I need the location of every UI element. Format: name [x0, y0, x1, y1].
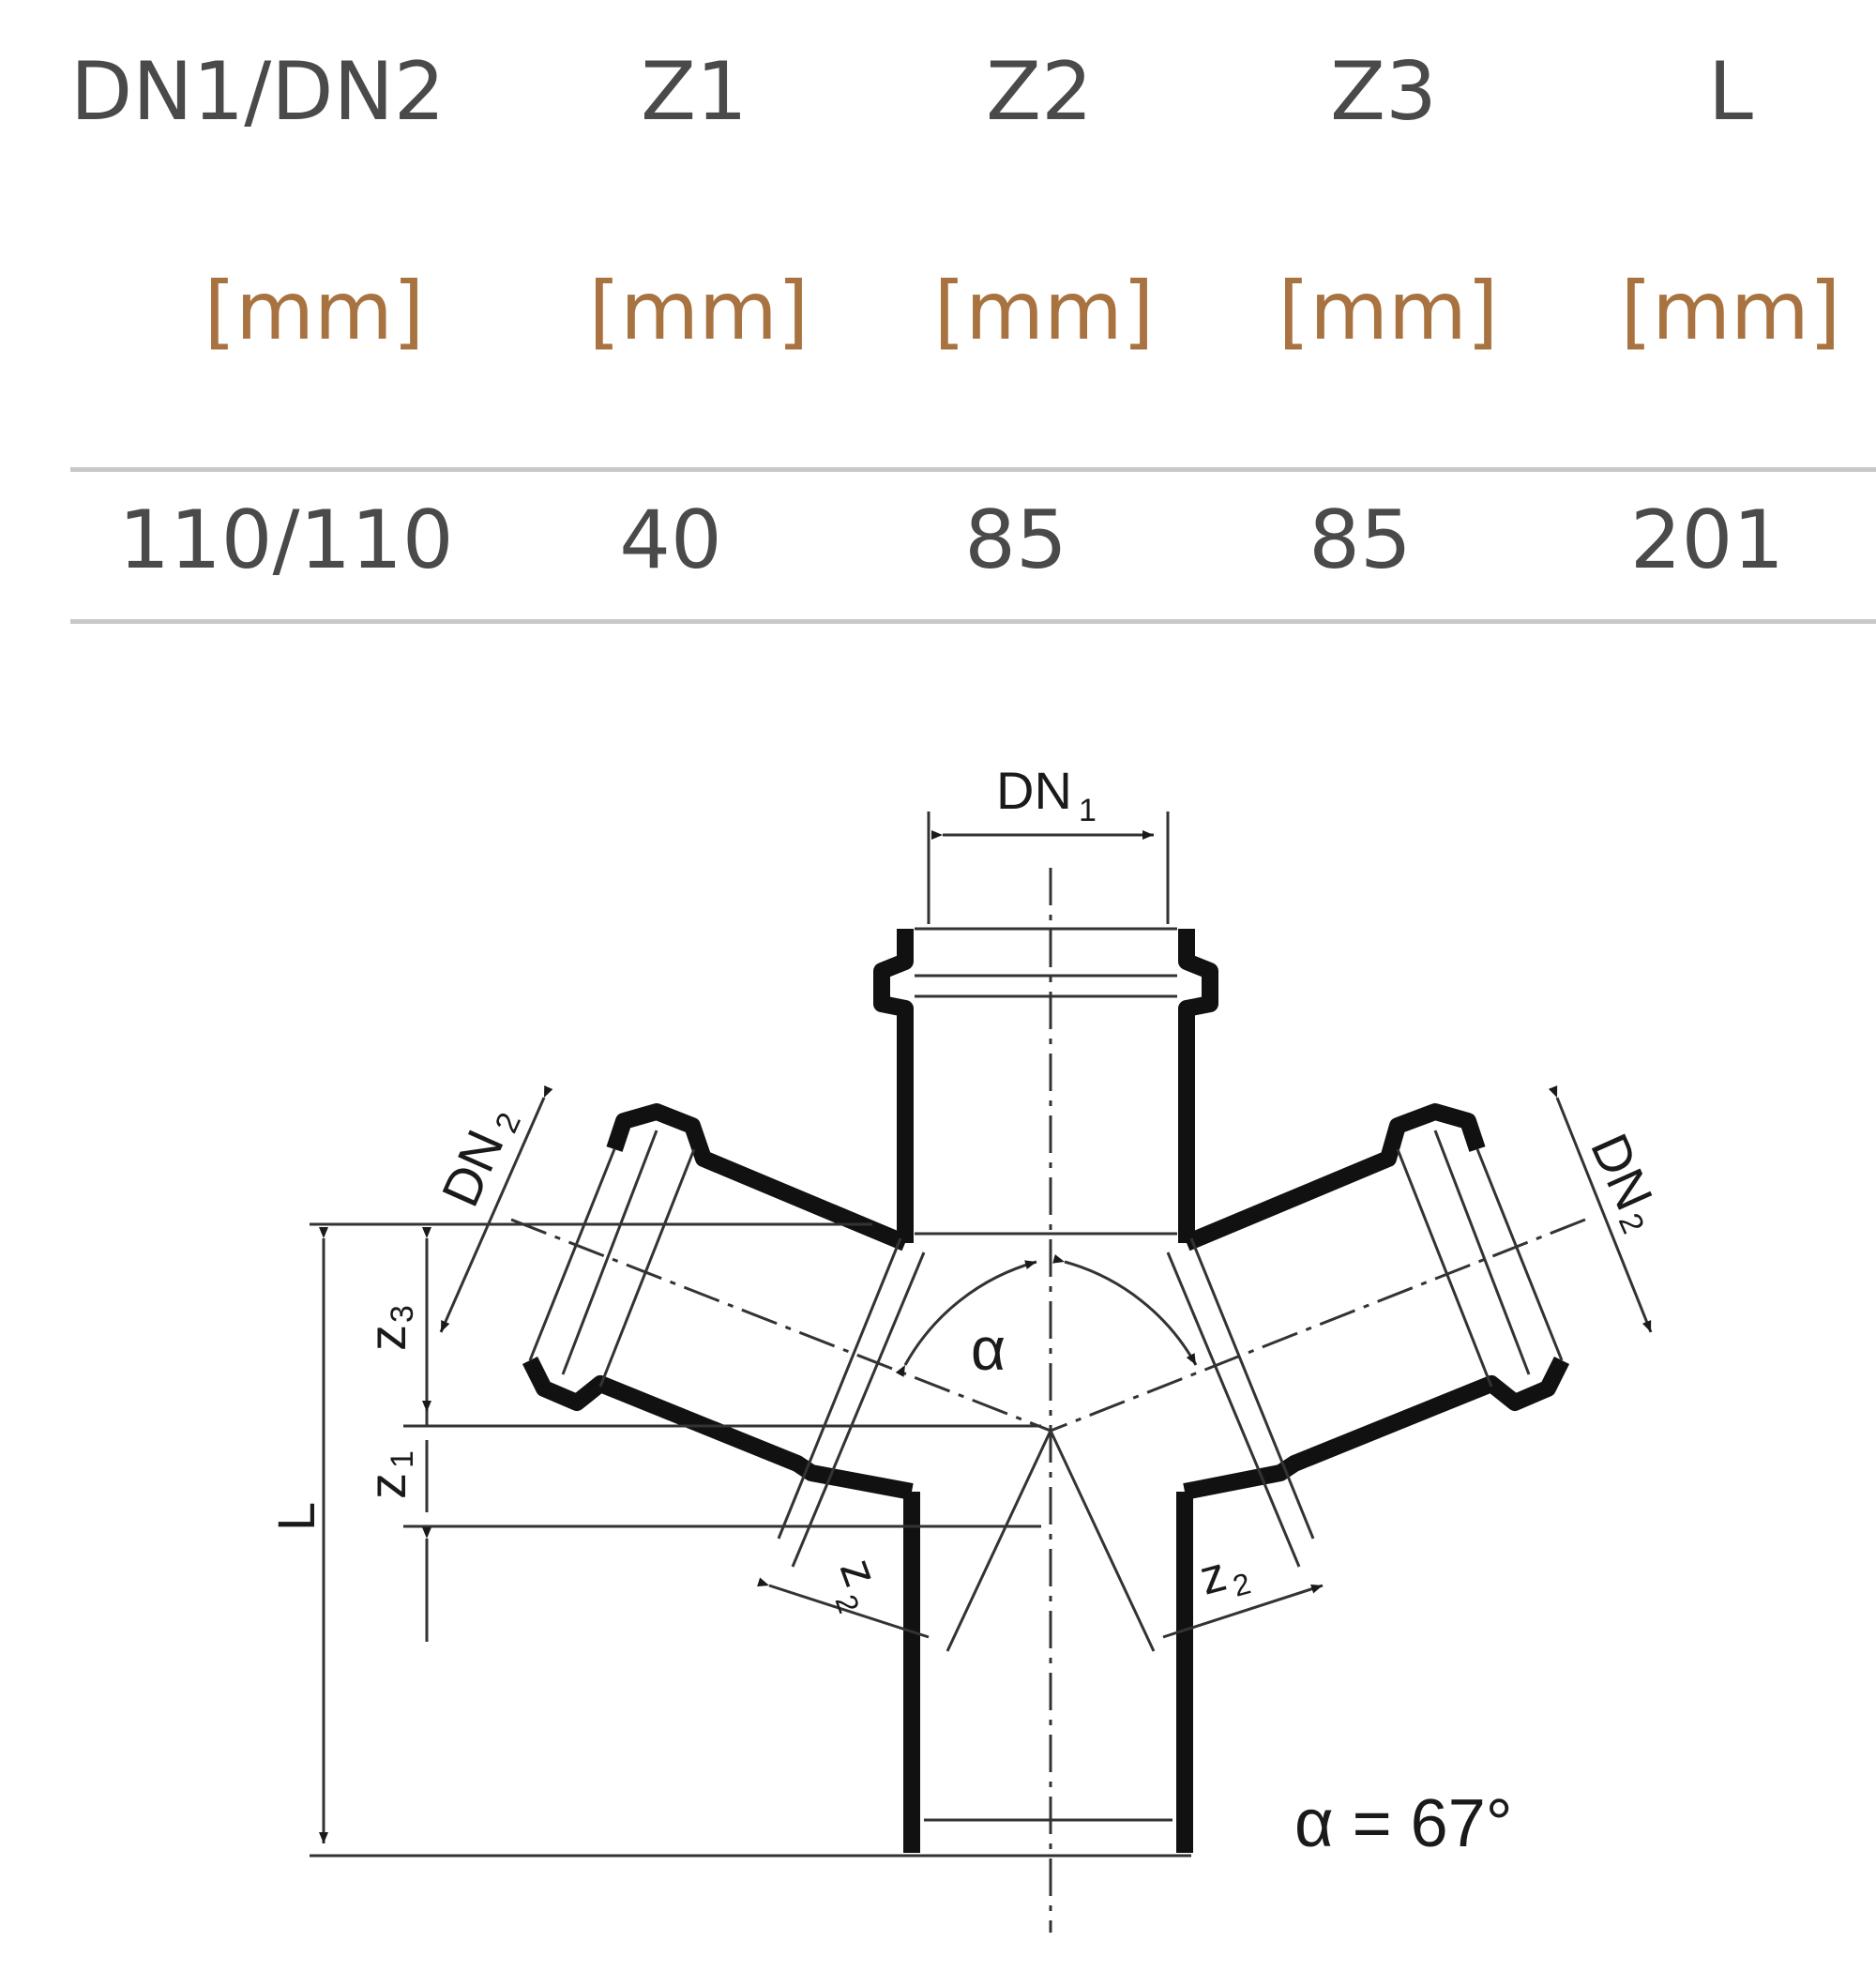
dn2-left-label: DN [430, 1121, 514, 1215]
cell-l: 201 [1629, 493, 1785, 587]
right-branch-axis [1050, 1218, 1586, 1433]
z2-left-label: z [829, 1552, 888, 1593]
dn1-dimension: DN 1 [927, 761, 1170, 924]
alpha-label: α [971, 1315, 1006, 1383]
cell-z1: 40 [619, 493, 722, 587]
cell-z3: 85 [1309, 493, 1412, 587]
z2-right-label: z [1194, 1547, 1232, 1606]
unit-l: [mm] [1620, 265, 1841, 358]
header-z1: Z1 [641, 45, 748, 139]
z2-right-subscript: 2 [1229, 1566, 1254, 1602]
unit-z2: [mm] [933, 265, 1155, 358]
unit-z1: [mm] [588, 265, 809, 358]
z3-label: z [357, 1325, 416, 1351]
unit-z3: [mm] [1278, 265, 1499, 358]
right-cross-line [1049, 1430, 1156, 1652]
top-socket [873, 927, 1218, 1243]
header-z2: Z2 [986, 45, 1093, 139]
cell-dn1-dn2: 110/110 [118, 493, 454, 587]
unit-dn1-dn2: [mm] [204, 265, 425, 358]
dn2-right-label: DN [1580, 1125, 1664, 1219]
dn2-right-dimension: DN 2 [1548, 1085, 1664, 1333]
l-dimension: L [266, 1227, 328, 1843]
cell-z2: 85 [964, 493, 1067, 587]
z1-label: z [357, 1473, 416, 1499]
right-branch [1166, 1103, 1570, 1568]
z1-subscript: 1 [385, 1450, 420, 1468]
dn2-left-subscript: 2 [489, 1108, 528, 1139]
table-divider-bottom [70, 619, 1876, 624]
alpha-angle: α [895, 1253, 1198, 1383]
dn1-subscript: 1 [1079, 793, 1097, 828]
l-label: L [266, 1502, 325, 1531]
z1-dimension: z 1 [357, 1412, 431, 1642]
header-l: L [1708, 45, 1753, 139]
z2-right-dimension: z 2 [1162, 1547, 1324, 1639]
angle-note: α = 67° [1294, 1786, 1513, 1861]
dn1-label: DN [996, 761, 1072, 820]
z3-subscript: 3 [385, 1305, 420, 1323]
header-dn1-dn2: DN1/DN2 [70, 45, 446, 139]
table-divider-top [70, 467, 1876, 472]
left-branch-axis [510, 1218, 1051, 1433]
z3-dimension: z 3 [357, 1227, 431, 1412]
header-z3: Z3 [1330, 45, 1437, 139]
z2-left-subscript: 2 [828, 1590, 866, 1617]
bottom-trunk [903, 1492, 1193, 1853]
left-cross-line [946, 1430, 1052, 1652]
dn2-left-dimension: DN 2 [430, 1085, 553, 1333]
fitting-drawing: DN 1 DN 2 DN 2 L z 3 z 1 z 2 [266, 761, 1664, 1933]
left-branch [522, 1103, 926, 1568]
